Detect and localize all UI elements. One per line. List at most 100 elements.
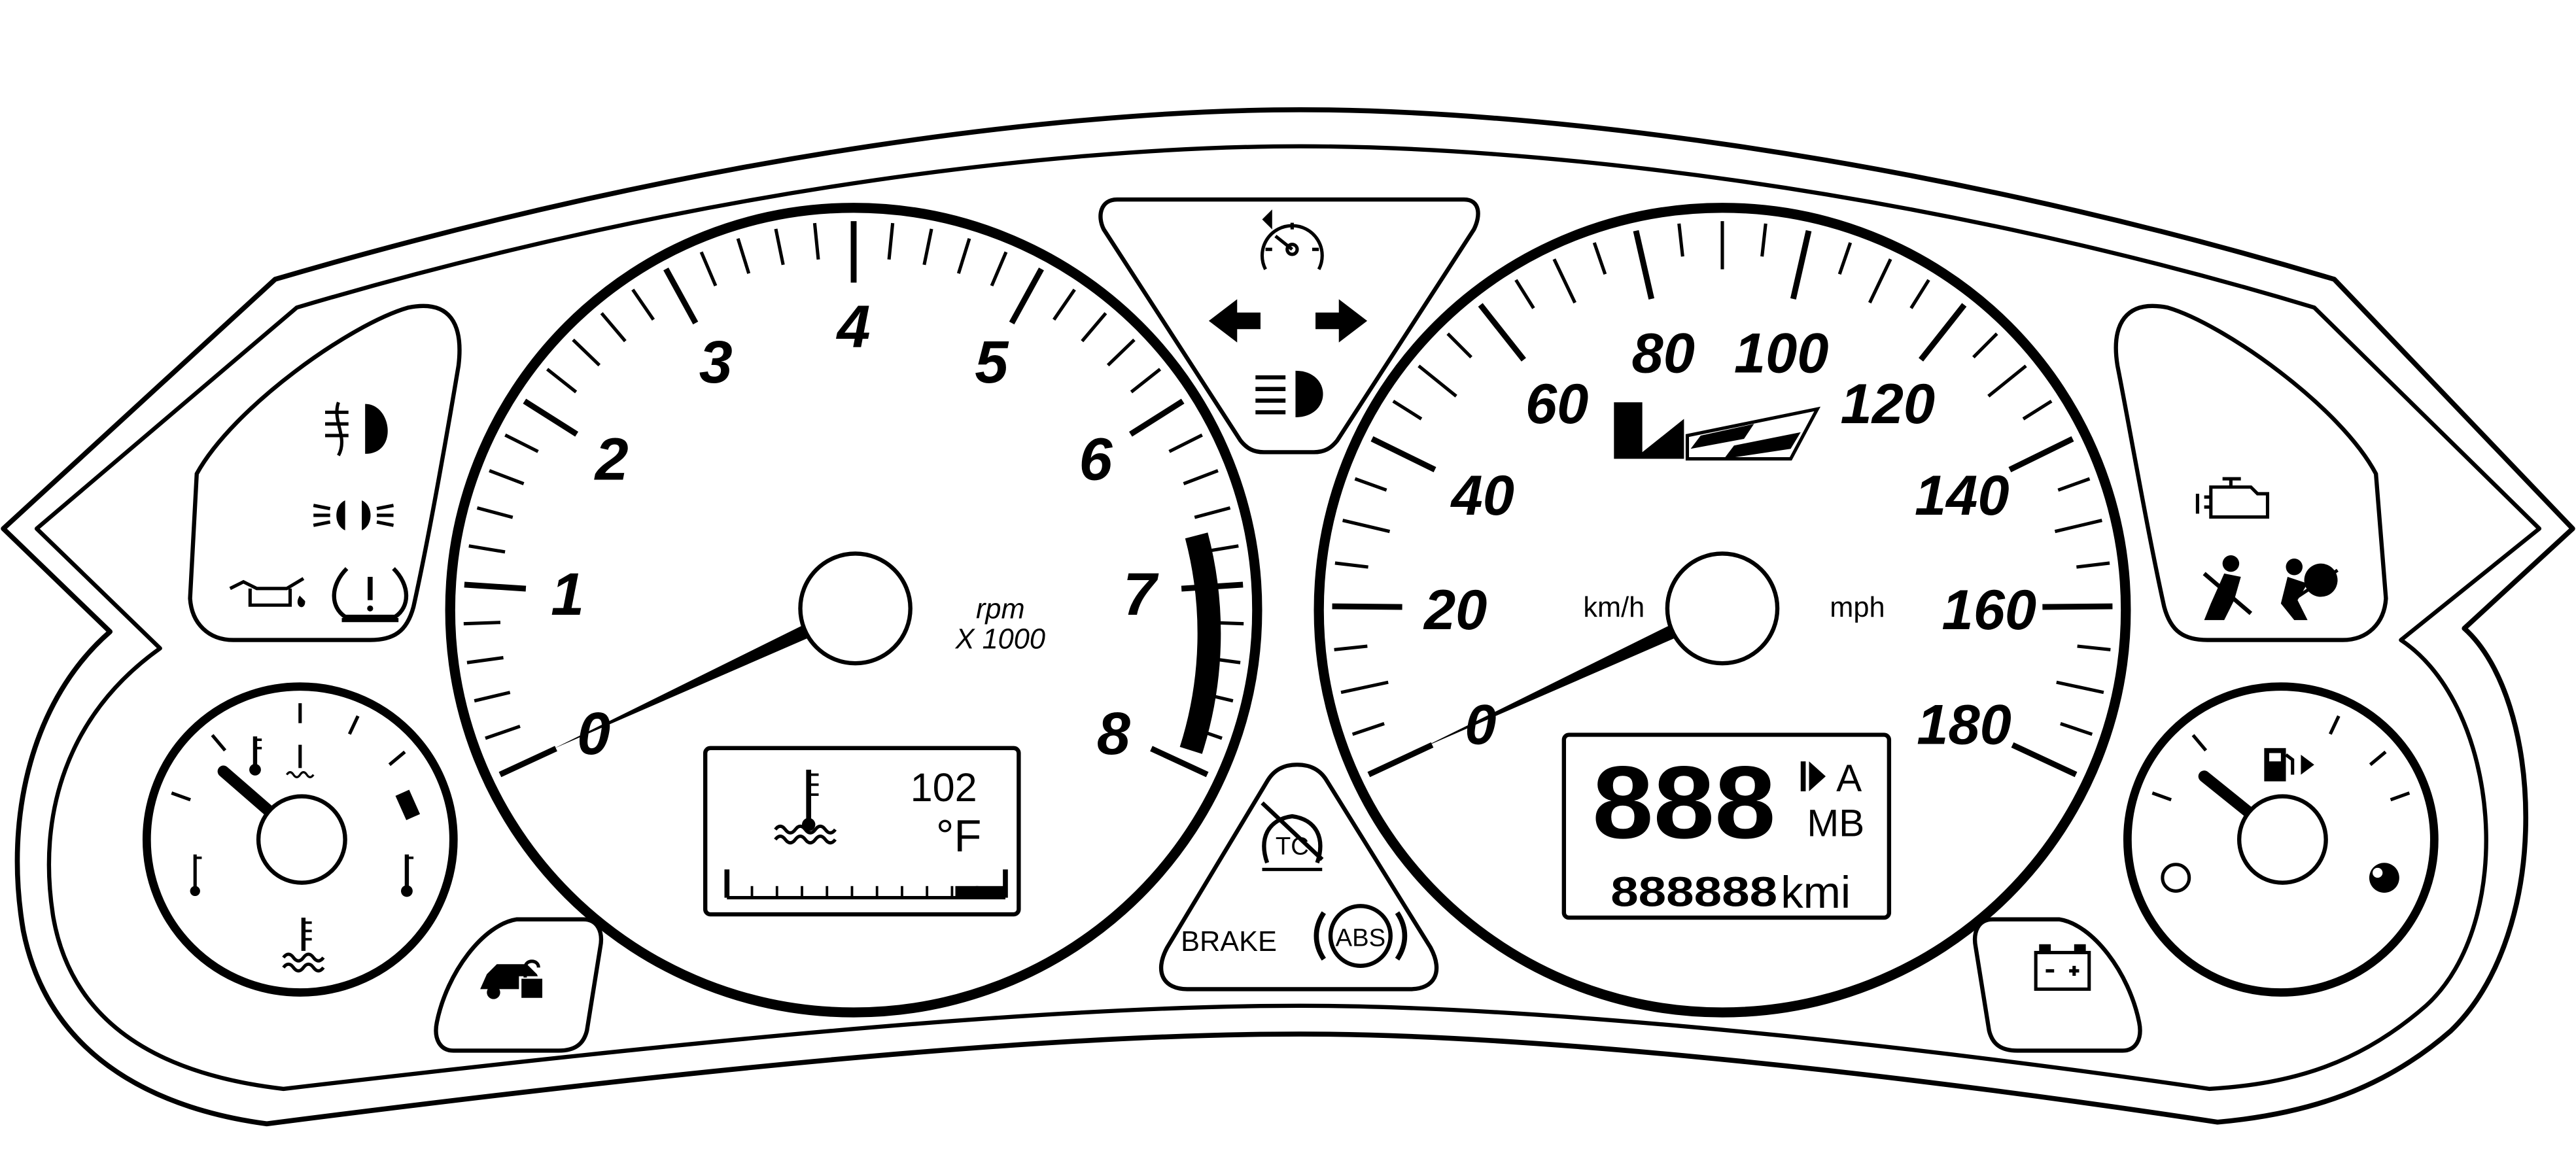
speed-unit-kmh: km/h [1583, 592, 1645, 623]
speed-major-tick [1790, 230, 1812, 300]
tach-minor-tick [466, 656, 504, 664]
speed-minor-tick [1351, 722, 1385, 736]
left-warning-pod [188, 303, 462, 642]
coolant-hub [256, 794, 347, 885]
tach-numeral-4: 4 [835, 294, 870, 360]
tach-minor-tick [572, 338, 601, 367]
brand-logo [1614, 402, 1821, 461]
coolant-gauge-symbol-icon [282, 918, 325, 973]
brake-label: BRAKE [1181, 926, 1277, 957]
tach-unit-rpm: rpm [976, 594, 1025, 625]
tach-minor-tick [1081, 312, 1107, 343]
speed-minor-tick [1760, 223, 1767, 257]
coolant-gauge-ticks [171, 703, 406, 802]
speed-minor-tick [1677, 223, 1684, 257]
temp-display-value: 102 [911, 765, 977, 810]
speed-minor-tick [1972, 332, 1998, 359]
speed-minor-tick [1868, 258, 1892, 303]
right-warning-pod [2114, 303, 2388, 642]
small-gauge-tick [2390, 791, 2411, 802]
speed-minor-tick [1909, 279, 1930, 309]
speed-minor-tick [1354, 477, 1387, 492]
tach-minor-tick [489, 469, 525, 486]
odometer-unit: kmi [1781, 867, 1851, 918]
tach-numeral-1: 1 [551, 561, 584, 628]
cruise-control-icon [1260, 209, 1324, 270]
speed-minor-tick [2060, 722, 2093, 736]
small-gauge-tick [347, 715, 360, 735]
abs-warning-icon: ABS [1314, 904, 1408, 968]
center-top-pod-outline [1098, 197, 1480, 455]
tachometer-redline-arc [1179, 532, 1221, 754]
tach-minor-tick [774, 228, 785, 266]
turn-signal-right-icon [1315, 299, 1368, 343]
tach-minor-tick [956, 238, 971, 274]
coolant-temp-gauge [142, 682, 458, 997]
center-top-pod [1098, 197, 1480, 455]
speed-numeral-140: 140 [1915, 464, 2010, 527]
speed-minor-tick [1837, 242, 1853, 275]
speed-major-tick [1370, 436, 1436, 473]
small-gauge-tick [171, 791, 191, 802]
airbag-icon [2280, 559, 2339, 621]
tach-unit-x1000: X 1000 [955, 623, 1045, 655]
speed-minor-tick [1552, 258, 1576, 303]
speed-major-tick [1332, 603, 1402, 610]
tach-minor-tick [600, 312, 627, 343]
speed-minor-tick [2057, 477, 2091, 492]
speedometer-ticks [1332, 221, 2113, 778]
tach-minor-tick [476, 506, 513, 519]
speed-minor-tick [1446, 332, 1472, 359]
speed-minor-tick [1340, 680, 1389, 695]
mb-label: MB [1807, 802, 1864, 845]
coolant-hot-icon [401, 854, 414, 897]
fuel-pump-icon [2264, 748, 2314, 782]
display-coolant-icon [774, 769, 837, 845]
speed-numeral-60: 60 [1525, 373, 1588, 436]
theft-deterrent-icon [480, 959, 545, 1001]
speed-minor-tick [1334, 561, 1368, 569]
speed-minor-tick [1342, 519, 1391, 534]
speed-minor-tick [2054, 519, 2102, 534]
fog-lamp-icon [325, 402, 388, 457]
coolant-red-zone-mark [395, 789, 421, 820]
speed-minor-tick [1418, 364, 1457, 398]
speedometer-hub [1665, 551, 1780, 666]
tach-minor-tick [468, 544, 506, 554]
center-bottom-pod: TC BRAKE ABS [1158, 763, 1439, 991]
tach-minor-tick [546, 368, 578, 394]
speed-numeral-160: 160 [1942, 579, 2037, 642]
coolant-high-temp-icon [249, 736, 262, 776]
trip-selector-icon [1800, 761, 1826, 791]
tach-numeral-6: 6 [1079, 426, 1113, 493]
speed-major-tick [1367, 742, 1434, 778]
tach-minor-tick [1106, 338, 1136, 367]
parking-lamp-icon [313, 500, 394, 530]
battery-pod [1973, 917, 2142, 1053]
speed-minor-tick [2022, 400, 2053, 421]
speed-major-tick [1478, 303, 1526, 362]
tach-major-tick [523, 398, 579, 437]
trip-main-digits: 888 [1592, 745, 1775, 860]
speed-minor-tick [2056, 680, 2104, 695]
odometer-display: 888 A MB 888888 kmi [1561, 732, 1892, 920]
tach-minor-tick [504, 433, 539, 453]
temp-bar-fill-segment [955, 886, 1005, 898]
trip-label: A [1836, 757, 1862, 800]
left-pod-outline [188, 303, 462, 642]
battery-pod-outline [1973, 917, 2142, 1053]
coolant-cold-icon [190, 854, 202, 897]
small-gauge-tick [388, 750, 406, 767]
speed-major-tick [1633, 230, 1655, 300]
tach-minor-tick [485, 725, 521, 740]
speed-minor-tick [1987, 364, 2027, 398]
temp-display-unit: °F [936, 811, 982, 861]
odometer-digits: 888888 [1610, 869, 1777, 915]
tachometer-ticks [463, 221, 1244, 778]
speedometer-needle [1419, 600, 1726, 750]
